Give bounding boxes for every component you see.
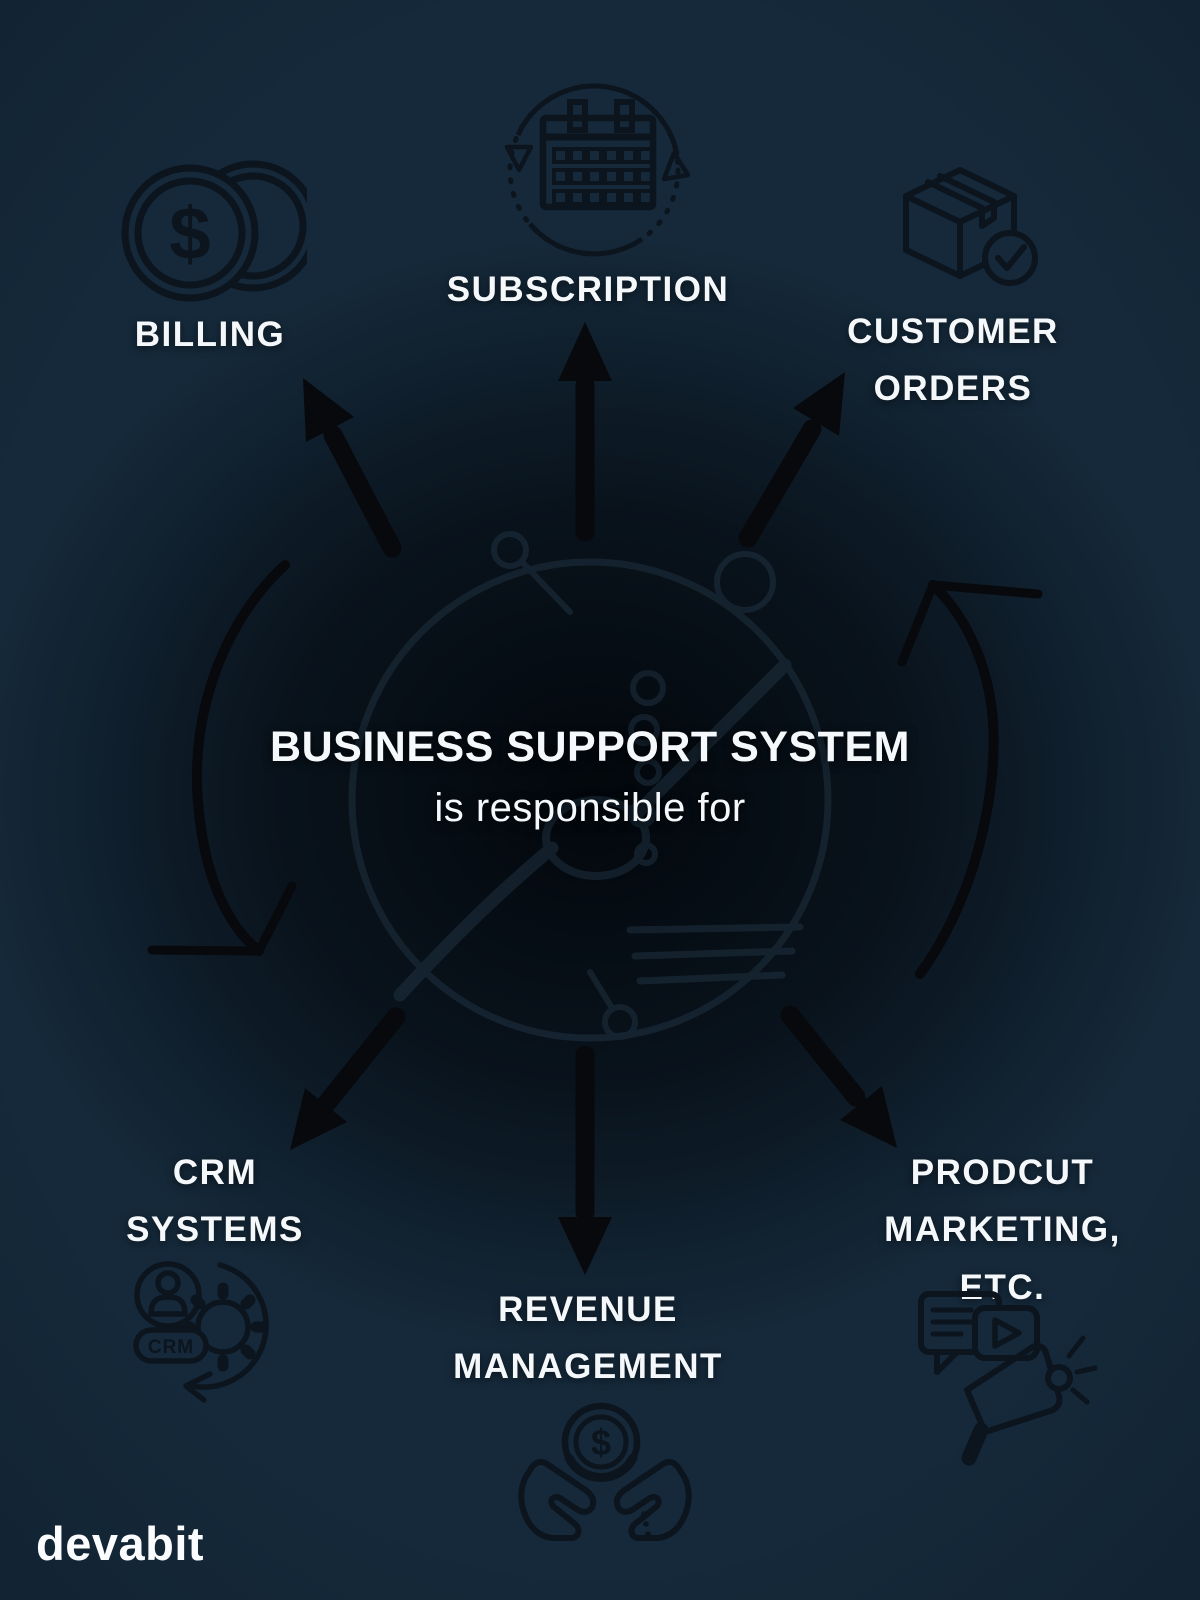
center-title: BUSINESS SUPPORT SYSTEM [270,723,910,771]
crm-person-gear-icon: CRM [133,1261,269,1403]
curved-arrow-right [897,580,1043,979]
customer-orders-label: CUSTOMER ORDERS [818,303,1088,418]
crm-badge-glyph: CRM [148,1337,194,1358]
center-text-block: BUSINESS SUPPORT SYSTEM is responsible f… [160,723,1020,831]
subscription-label-line: SUBSCRIPTION [446,270,730,309]
package-check-icon [903,167,1038,286]
crm-systems-label: CRM SYSTEMS [90,1144,340,1259]
revenue-label-line: MANAGEMENT [453,1347,723,1387]
center-subtitle: is responsible for [434,786,746,830]
handshake-circuit-icon [348,531,832,1042]
arrow-to-product-marketing [780,1005,897,1148]
center-handshake-art [240,430,940,1170]
revenue-label-line: REVENUE [498,1290,678,1329]
calendar-renewal-icon [504,83,690,257]
dollar-glyph: $ [591,1422,611,1463]
arrow-to-customer-orders [738,372,845,548]
marketing-label-line: MARKETING, [884,1210,1121,1250]
subscription-label: SUBSCRIPTION [418,261,758,318]
customer-orders-label-line: ORDERS [873,369,1033,409]
dollar-glyph: $ [169,192,210,275]
crm-systems-label-line: CRM [172,1153,258,1192]
devabit-logo: devabit [36,1517,205,1570]
arrow-to-crm-systems [290,1007,406,1150]
megaphone-promotion-icon [918,1291,1098,1466]
arrow-to-subscription [558,322,612,542]
marketing-label-line: PRODCUT [910,1153,1095,1192]
billing-label: BILLING [85,306,335,363]
arrow-to-revenue-management [558,1045,612,1275]
product-marketing-label: PRODCUT MARKETING, ETC. [850,1144,1155,1316]
customer-orders-label-line: CUSTOMER [847,312,1059,351]
revenue-management-label: REVENUE MANAGEMENT [418,1281,758,1396]
curved-arrow-left [147,560,297,956]
arrow-to-billing [303,378,402,558]
billing-label-line: BILLING [134,315,286,354]
coins-dollar-icon: $ [121,160,307,302]
crm-systems-label-line: SYSTEMS [126,1210,304,1250]
hands-holding-coin-icon: $ [518,1402,692,1541]
